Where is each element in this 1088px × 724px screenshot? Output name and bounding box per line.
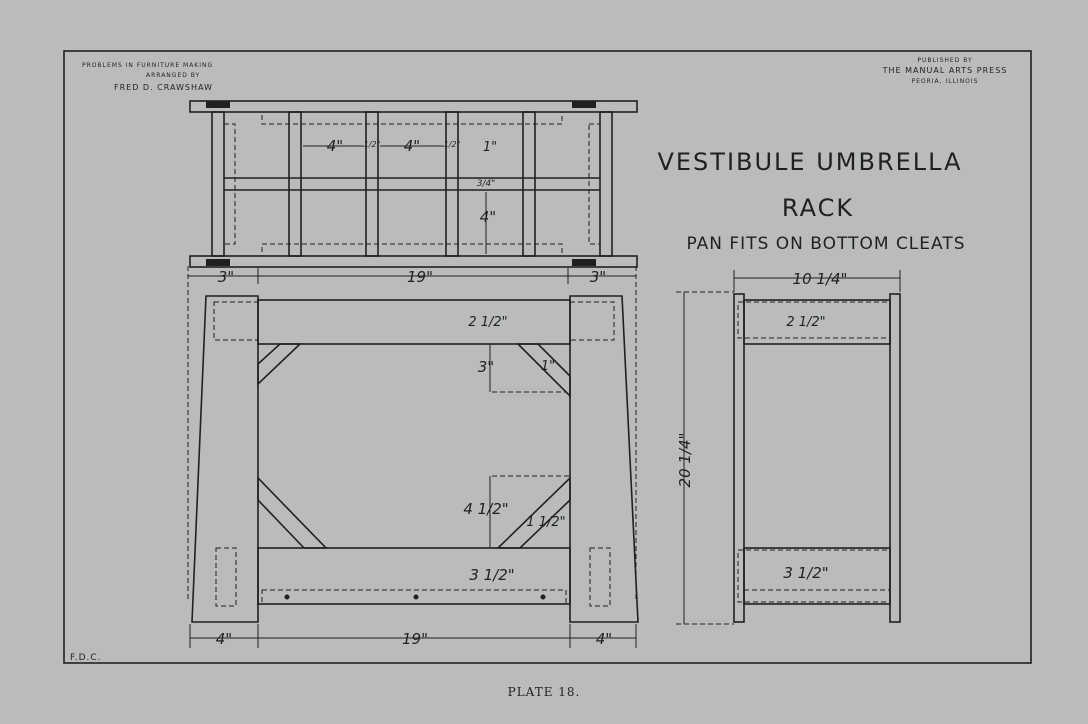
front-brace-top-left bbox=[257, 343, 302, 386]
top-width-dimension: 3" 19" 3" bbox=[187, 266, 637, 600]
side-leg-right bbox=[889, 293, 901, 623]
front-mortise bbox=[213, 301, 259, 341]
plan-post-right bbox=[599, 111, 613, 257]
plan-cleat-bottom bbox=[261, 243, 563, 257]
dim-front-3: 3" bbox=[478, 358, 494, 376]
drawing-title-line2: RACK bbox=[782, 194, 854, 222]
front-brace-bottom-left bbox=[257, 476, 328, 549]
drawing-title-line1: VESTIBULE UMBRELLA bbox=[657, 148, 962, 176]
plan-slat bbox=[445, 111, 459, 257]
front-brace-bottom-right bbox=[496, 476, 571, 549]
screw-hole bbox=[413, 594, 419, 600]
dim-front-3-1-2: 3 1/2" bbox=[469, 566, 514, 584]
header-right: PUBLISHED BY THE MANUAL ARTS PRESS PEORI… bbox=[882, 57, 1008, 85]
plate-border bbox=[63, 50, 1032, 664]
plan-slat bbox=[522, 111, 536, 257]
front-top-rail bbox=[257, 299, 571, 345]
dim-top-3-left: 3" bbox=[218, 268, 234, 286]
header-left: PROBLEMS IN FURNITURE MAKING ARRANGED BY… bbox=[82, 62, 213, 92]
plan-cleat-right bbox=[588, 123, 601, 245]
dim-side-10-1-4: 10 1/4" bbox=[793, 270, 848, 288]
dim-top-19: 19" bbox=[407, 268, 433, 286]
screw-hole bbox=[540, 594, 546, 600]
dim-bottom-4-right: 4" bbox=[596, 630, 612, 648]
header-left-arranged: ARRANGED BY bbox=[146, 72, 200, 79]
front-leg-right bbox=[569, 295, 639, 623]
header-right-publisher: THE MANUAL ARTS PRESS bbox=[882, 66, 1008, 75]
dim-front-1-1-2: 1 1/2" bbox=[526, 515, 565, 530]
header-right-location: PEORIA, ILLINOIS bbox=[911, 78, 978, 85]
plan-corner-block bbox=[206, 259, 230, 266]
dim-bottom-19: 19" bbox=[402, 630, 428, 648]
dim-plan-half-b: 1/2" bbox=[444, 140, 461, 149]
front-brace-top-right bbox=[516, 343, 571, 398]
plan-post-left bbox=[211, 111, 225, 257]
plan-corner-block bbox=[572, 101, 596, 108]
front-leg-left bbox=[191, 295, 259, 623]
dim-side-3-1-2: 3 1/2" bbox=[783, 564, 828, 582]
draftsman-initials: F.D.C. bbox=[70, 653, 102, 663]
dim-front-1: 1" bbox=[541, 359, 555, 374]
dim-plan-4b: 4" bbox=[404, 137, 420, 155]
header-left-title: PROBLEMS IN FURNITURE MAKING bbox=[82, 62, 213, 69]
plan-corner-block bbox=[206, 101, 230, 108]
front-pan bbox=[261, 589, 567, 605]
bottom-width-dimension: 4" 19" 4" bbox=[189, 624, 637, 648]
side-pan bbox=[743, 589, 891, 605]
front-bottom-rail bbox=[257, 547, 571, 605]
dim-front-2-1-2: 2 1/2" bbox=[468, 315, 507, 330]
dim-side-20-1-4: 20 1/4" bbox=[676, 433, 694, 488]
header-right-published: PUBLISHED BY bbox=[917, 57, 972, 64]
plan-slat bbox=[365, 111, 379, 257]
plate-caption: PLATE 18. bbox=[508, 685, 581, 699]
front-elevation: 2 1/2" 3" 1" 4 1/2" 1 1/2" 3 1/2" bbox=[191, 295, 639, 623]
front-mortise bbox=[569, 301, 615, 341]
screw-hole bbox=[284, 594, 290, 600]
dim-plan-4a: 4" bbox=[327, 137, 343, 155]
side-leg-left bbox=[733, 293, 745, 623]
plan-slat bbox=[288, 111, 302, 257]
header-left-author: FRED D. CRAWSHAW bbox=[114, 83, 213, 92]
plan-view: 4" 4" 1/2" 1/2" 1" 3/4" 4" bbox=[189, 100, 638, 268]
dim-plan-4v: 4" bbox=[480, 208, 496, 226]
dim-front-4-1-2: 4 1/2" bbox=[463, 500, 508, 518]
plan-rail-bottom bbox=[189, 255, 638, 268]
dim-plan-half-a: 1/2" bbox=[364, 140, 381, 149]
front-mortise bbox=[215, 547, 237, 607]
dim-top-3-right: 3" bbox=[590, 268, 606, 286]
dim-side-2-1-2: 2 1/2" bbox=[786, 315, 825, 330]
side-mortise bbox=[737, 549, 891, 603]
dim-plan-3-4: 3/4" bbox=[477, 179, 496, 189]
side-mortise bbox=[737, 301, 891, 339]
plan-rail-top bbox=[189, 100, 638, 113]
drawing-subtitle: PAN FITS ON BOTTOM CLEATS bbox=[686, 234, 965, 254]
side-elevation: 10 1/4" 20 1/4" 2 1/2" 3 1/2" bbox=[676, 270, 901, 625]
dim-plan-1: 1" bbox=[483, 140, 497, 155]
plan-corner-block bbox=[572, 259, 596, 266]
plan-cleat-top bbox=[261, 111, 563, 125]
dim-bottom-4-left: 4" bbox=[216, 630, 232, 648]
front-mortise bbox=[589, 547, 611, 607]
plan-cleat-left bbox=[223, 123, 236, 245]
